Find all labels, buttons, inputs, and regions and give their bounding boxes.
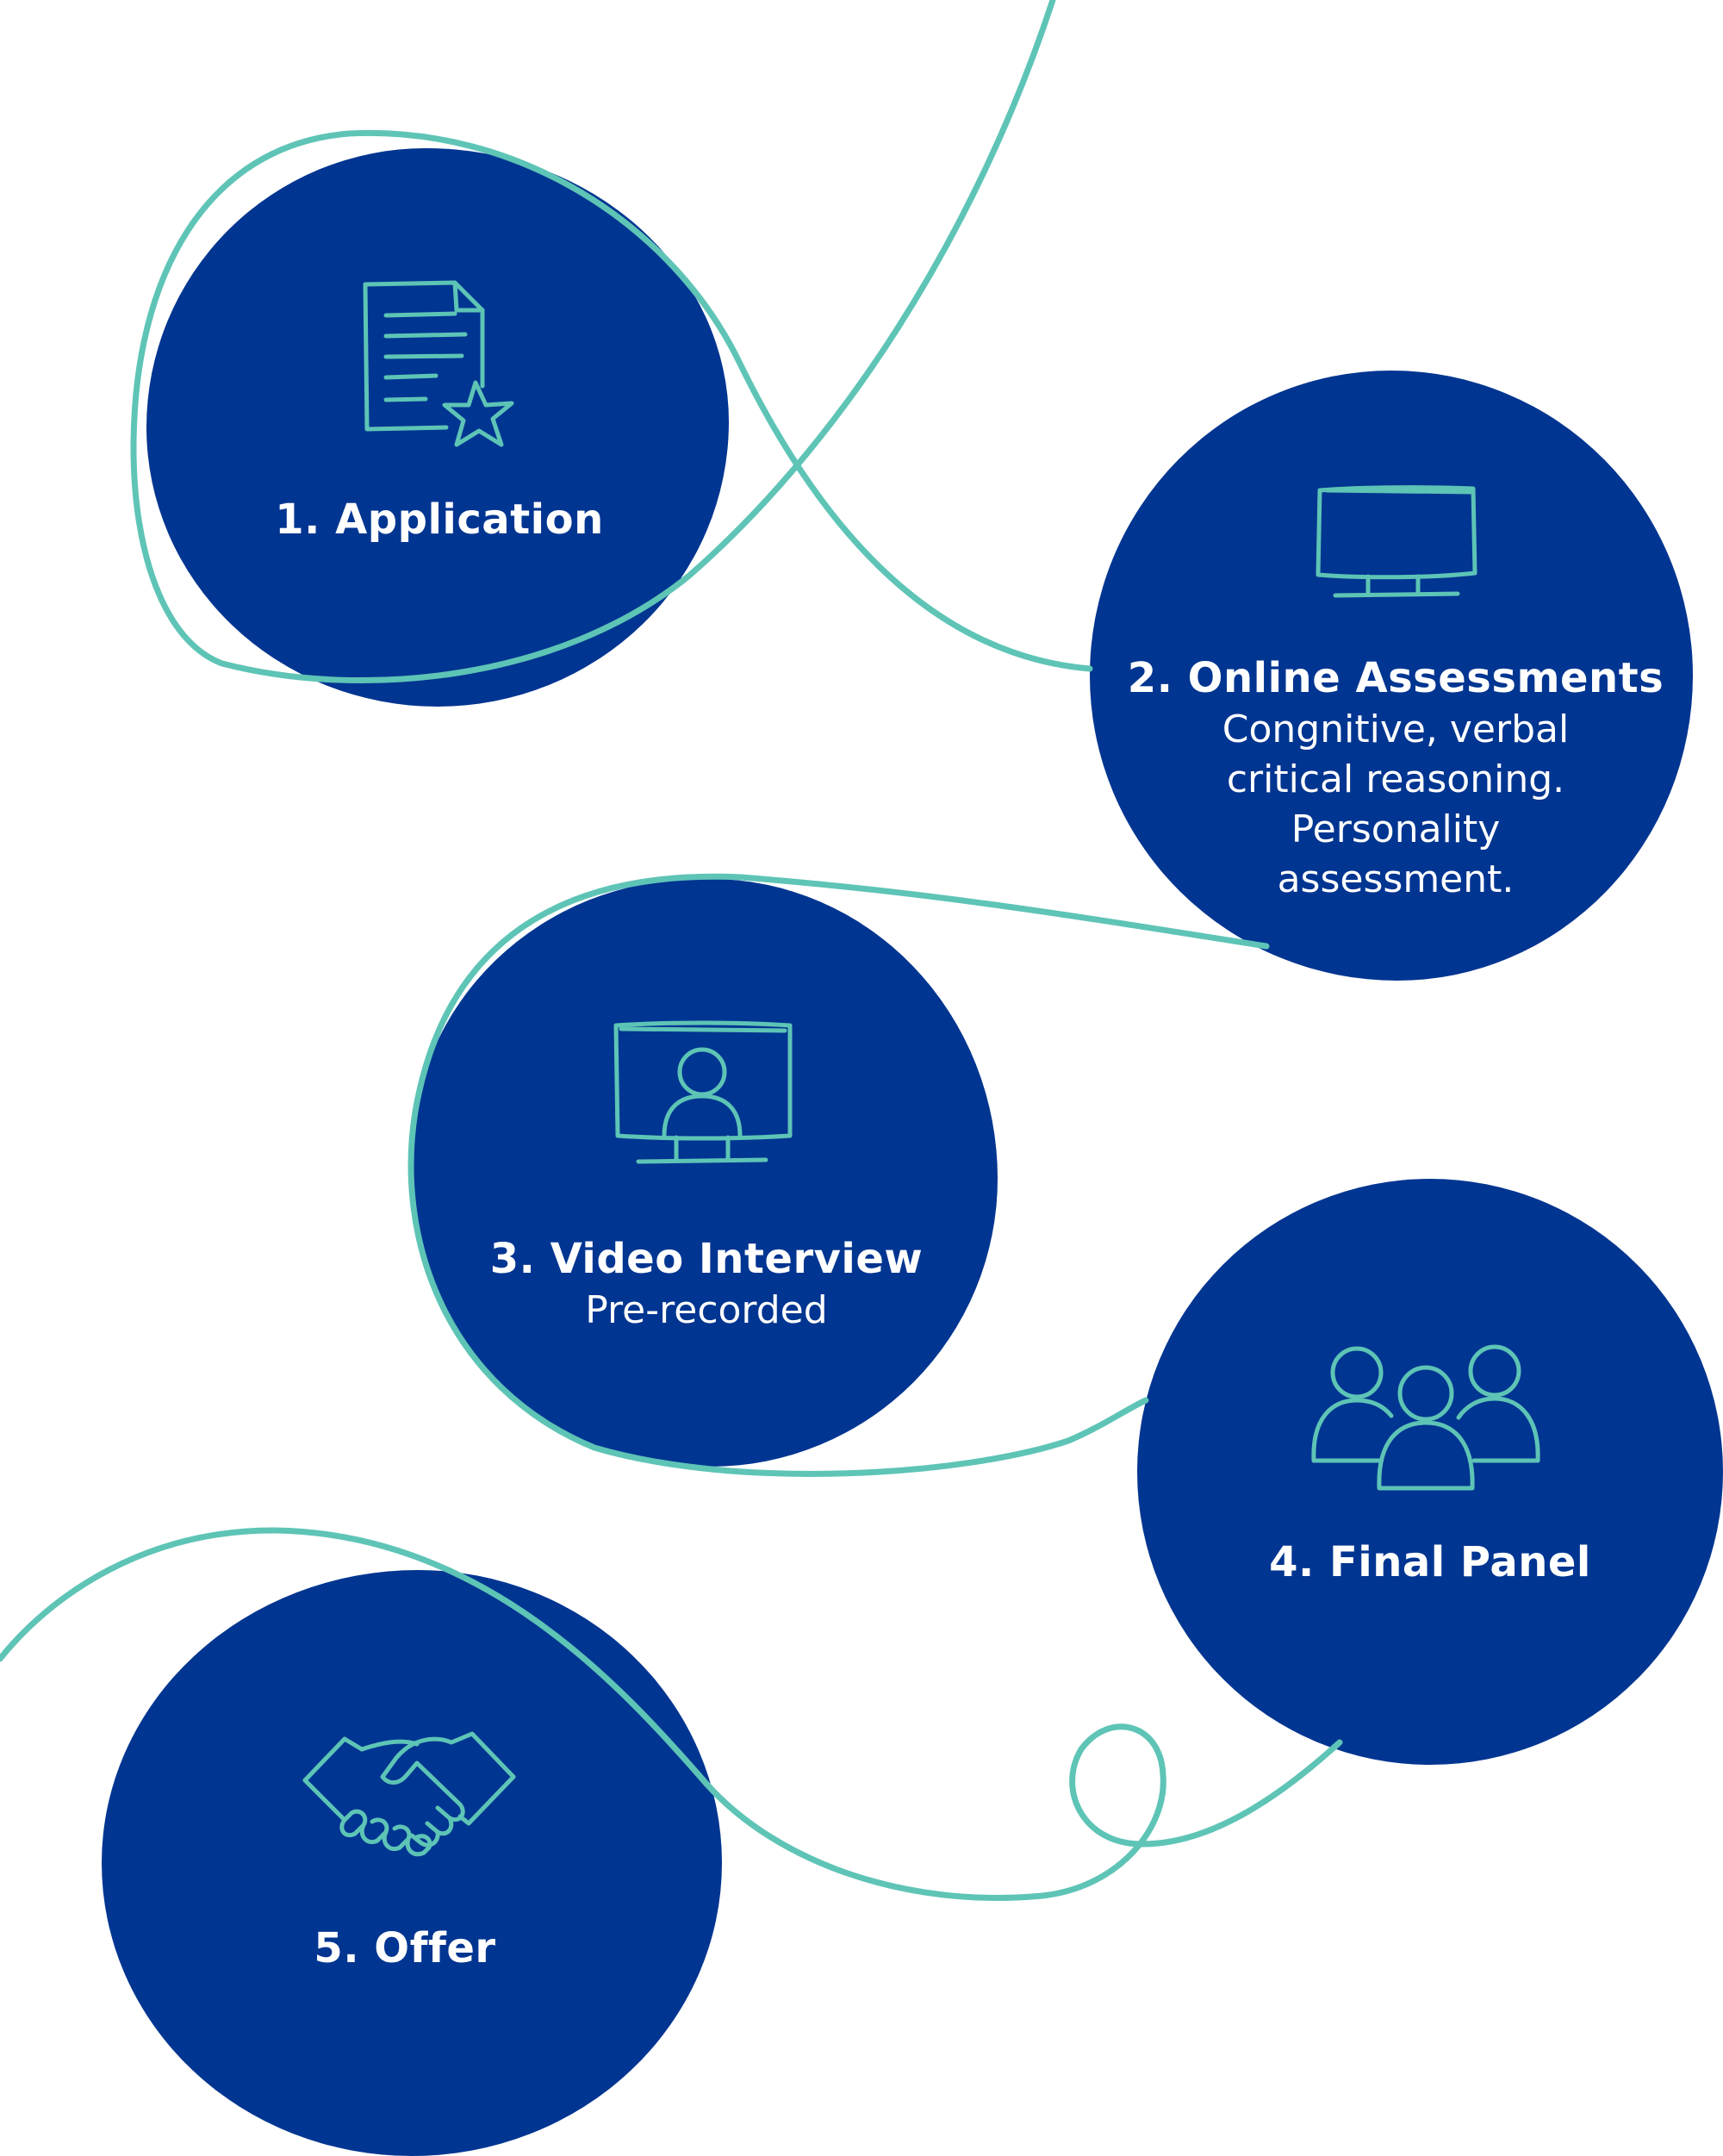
connector-line-top [130,0,1093,683]
step-5-title: 5. Offer [314,1924,496,1972]
group-icon [1311,1344,1540,1491]
step-4-label: 4. Final Panel [1223,1536,1637,1589]
step-5-label: 5. Offer [250,1922,560,1975]
step-2-description-line: Congnitive, verbal [1222,707,1570,751]
step-3-circle [412,879,998,1467]
step-3-label: 3. Video Interview Pre-recorded [448,1232,965,1336]
step-1-title: 1. Application [275,495,604,544]
document-star-icon [363,280,514,447]
step-2-label: 2. Online Assessments Congnitive, verbal… [1120,651,1671,905]
step-2-title: 2. Online Assessments [1127,654,1664,702]
step-1-label: 1. Application [233,493,646,546]
monitor-icon [1316,485,1477,598]
step-2-description-line: critical reasoning. [1226,757,1565,801]
step-3-title: 3. Video Interview [489,1235,924,1283]
step-4-title: 4. Final Panel [1269,1538,1591,1586]
step-5-circle [102,1570,722,2156]
handshake-icon [302,1731,516,1857]
step-4-circle [1137,1179,1723,1765]
video-call-icon [613,1020,793,1164]
step-2-description-line: Personality [1291,807,1501,851]
step-3-description-line: Pre-recorded [585,1288,828,1332]
step-2-circle [1090,371,1693,981]
step-2-description-line: assessment. [1277,857,1515,901]
connector-line-bottom [0,1527,1343,1901]
connector-line-middle [407,873,1270,1477]
